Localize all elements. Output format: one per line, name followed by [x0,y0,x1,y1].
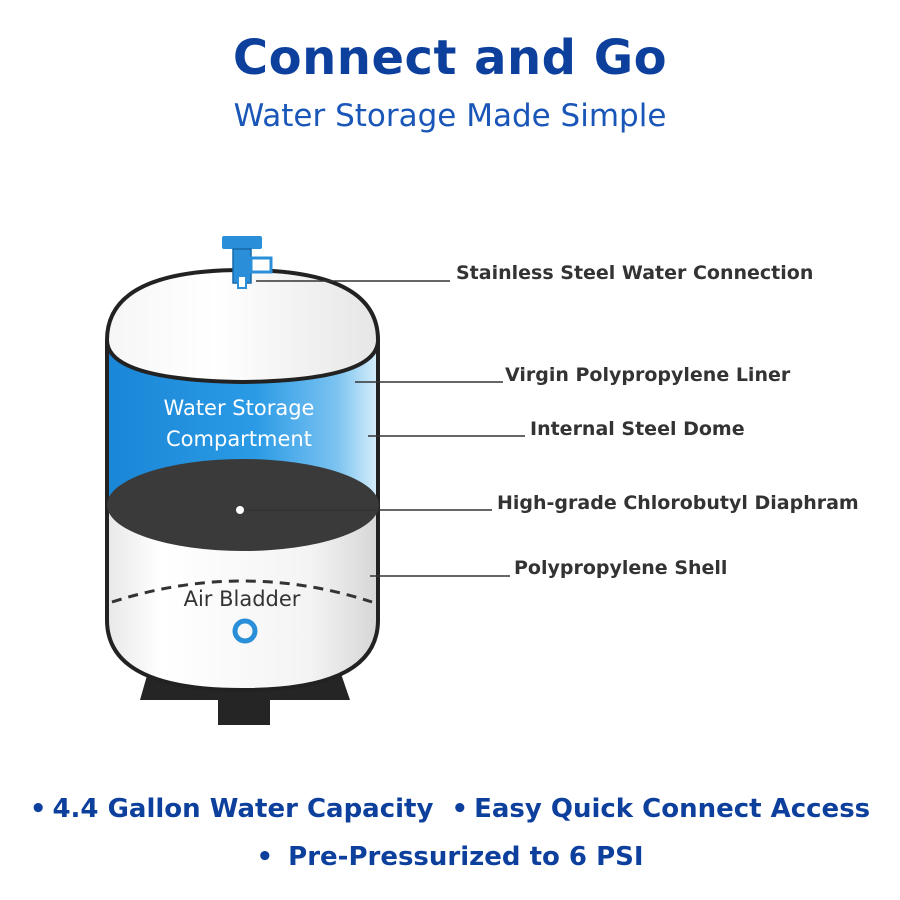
feature-row-1: •4.4 Gallon Water Capacity•Easy Quick Co… [0,794,900,824]
water-connection-valve-icon [222,236,273,289]
air-bladder-label: Air Bladder [184,587,301,611]
callout-dome: Internal Steel Dome [530,418,745,440]
tank-outline [105,340,380,620]
page-title: Connect and Go [232,30,668,86]
feature-pressure: Pre-Pressurized to 6 PSI [288,842,644,872]
diaphragm [107,459,379,551]
feature-row-2: • Pre-Pressurized to 6 PSI [0,842,900,872]
page-subtitle: Water Storage Made Simple [233,98,667,134]
bullet-icon: • [256,842,274,872]
air-valve-icon [232,618,258,644]
air-bladder-dashed-line [111,579,373,604]
air-bladder-region [105,503,380,693]
callout-diaphragm: High-grade Chlorobutyl Diaphram [497,492,859,514]
feature-access: Easy Quick Connect Access [474,794,871,824]
water-label-line1: Water Storage [164,396,315,420]
callout-liner: Virgin Polypropylene Liner [505,364,791,386]
callout-lines [245,280,525,577]
tank-top-dome [104,267,381,385]
bullet-icon: • [451,794,469,824]
callout-shell: Polypropylene Shell [514,557,728,579]
bullet-icon: • [29,794,47,824]
callout-connection: Stainless Steel Water Connection [456,262,814,284]
diaphragm-center-dot [236,506,244,514]
water-label-line2: Compartment [166,427,312,451]
water-storage-region [107,340,378,505]
feature-capacity: 4.4 Gallon Water Capacity [52,794,434,824]
